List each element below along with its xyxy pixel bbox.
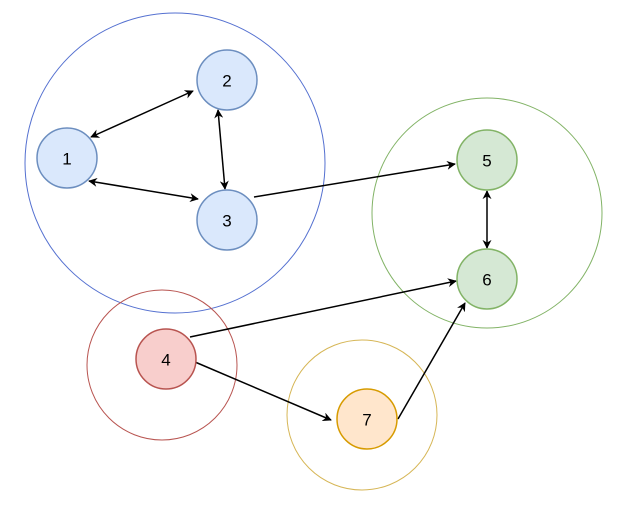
group-circles-layer	[24, 12, 603, 491]
node-6: 6	[456, 248, 518, 310]
node-4-circle	[135, 328, 197, 390]
group-circle-red	[86, 289, 238, 441]
edge-3-5	[253, 160, 456, 198]
node-3-label: 3	[222, 212, 231, 231]
group-circle-green	[371, 97, 603, 329]
node-6-label: 6	[482, 271, 491, 290]
nodes-layer: 1 2 3 4 5 6 7	[36, 49, 518, 450]
node-3: 3	[196, 189, 258, 251]
group-circle-blue	[24, 12, 326, 314]
node-7-circle	[336, 388, 398, 450]
node-2: 2	[196, 49, 258, 111]
node-7-label: 7	[362, 411, 371, 430]
node-5-circle	[456, 129, 518, 191]
edge-7-6	[397, 302, 466, 420]
node-2-circle	[196, 49, 258, 111]
node-2-label: 2	[222, 72, 231, 91]
edge-2-3	[214, 109, 229, 190]
node-3-circle	[196, 189, 258, 251]
node-4-label: 4	[161, 351, 170, 370]
group-circle-orange	[286, 339, 438, 491]
node-4: 4	[135, 328, 197, 390]
node-7: 7	[336, 388, 398, 450]
edge-1-2	[90, 90, 194, 138]
edge-4-6	[189, 278, 457, 338]
node-1: 1	[36, 127, 98, 189]
node-5: 5	[456, 129, 518, 191]
node-5-label: 5	[482, 152, 491, 171]
edges-layer	[88, 90, 492, 421]
node-1-circle	[36, 127, 98, 189]
edge-4-7	[194, 361, 332, 421]
node-6-circle	[456, 248, 518, 310]
node-1-label: 1	[62, 150, 71, 169]
edge-1-3	[88, 177, 199, 203]
